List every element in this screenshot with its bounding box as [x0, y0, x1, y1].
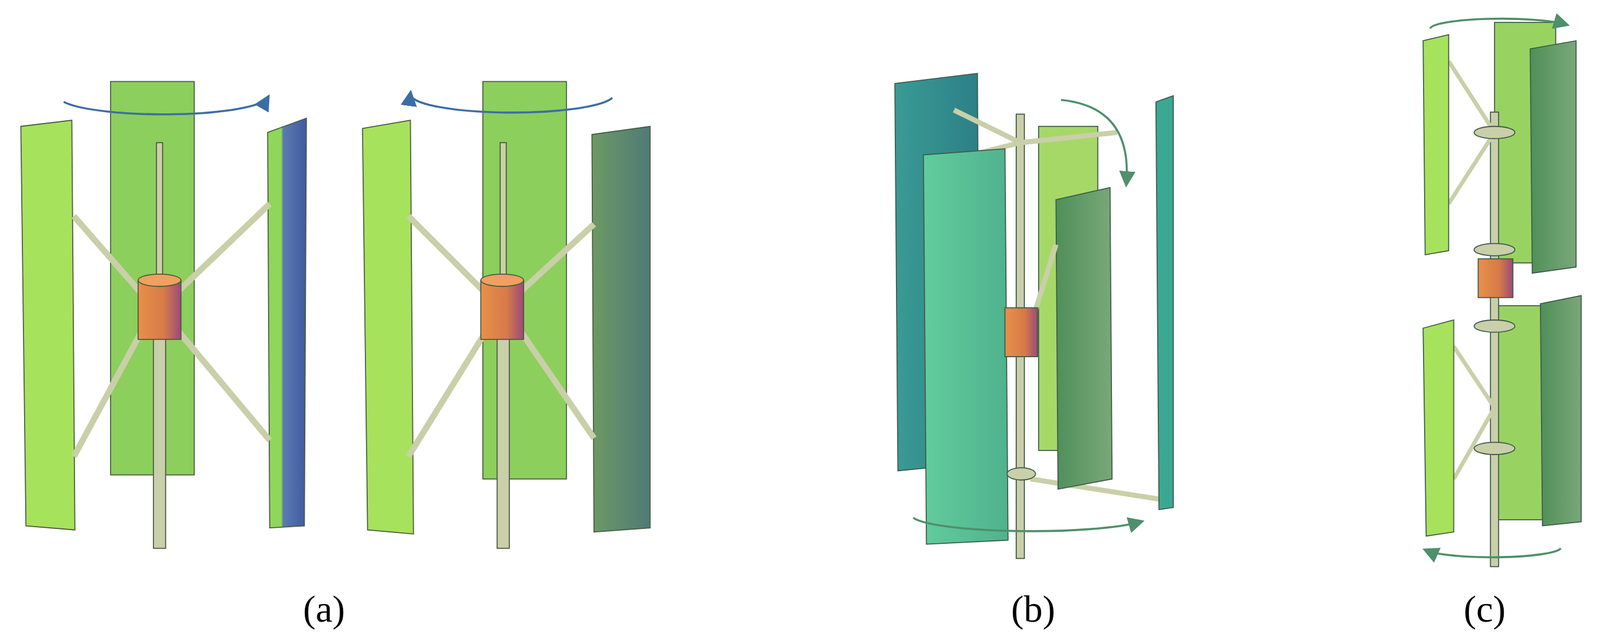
arm	[1448, 61, 1495, 133]
shaft	[497, 336, 510, 549]
collar	[1473, 243, 1515, 256]
arm	[73, 215, 144, 296]
panel-label: (c)	[1463, 590, 1506, 629]
shaft	[1490, 112, 1499, 568]
blade	[1422, 320, 1454, 537]
collar	[1473, 126, 1515, 139]
panel-label: (b)	[1011, 590, 1056, 629]
collar	[1007, 468, 1036, 481]
hub	[480, 280, 524, 340]
arm	[518, 224, 595, 294]
back-blade	[110, 81, 195, 475]
blade	[591, 126, 650, 533]
rotation-arrow	[1430, 18, 1567, 29]
rotation-arrow	[1060, 99, 1127, 184]
shaft	[500, 142, 507, 281]
turbine-a1	[20, 81, 306, 549]
collar	[1473, 442, 1515, 455]
shaft	[156, 142, 163, 281]
blade	[1540, 295, 1582, 526]
turbine-a2	[362, 81, 651, 549]
arm	[953, 109, 1021, 143]
rotation-arrow	[63, 97, 268, 115]
blade	[20, 120, 75, 531]
blade	[1156, 95, 1174, 510]
blade	[1422, 34, 1449, 256]
arm	[175, 328, 270, 441]
shaft	[153, 336, 166, 549]
turbine-c	[1422, 22, 1582, 568]
hub	[138, 280, 182, 340]
rotation-arrow	[913, 517, 1141, 532]
arm	[1448, 132, 1495, 204]
hub-top	[138, 274, 182, 287]
arm	[1020, 132, 1118, 143]
arm	[1453, 346, 1495, 408]
collar	[1473, 320, 1515, 333]
hub-top	[480, 274, 524, 287]
blade	[1530, 40, 1576, 274]
arm	[73, 328, 144, 457]
blade	[362, 120, 414, 535]
turbine-b	[894, 73, 1174, 559]
arm	[175, 203, 270, 294]
arm	[408, 215, 489, 296]
arm	[518, 328, 595, 439]
blade	[923, 148, 1009, 545]
blade	[1055, 187, 1112, 490]
hub	[1004, 308, 1038, 357]
blade	[267, 118, 307, 529]
arm	[408, 328, 489, 457]
hub	[1477, 258, 1513, 298]
rotation-arrow	[1426, 548, 1562, 558]
panel-label: (a)	[303, 590, 345, 629]
rotation-arrow	[410, 93, 613, 113]
